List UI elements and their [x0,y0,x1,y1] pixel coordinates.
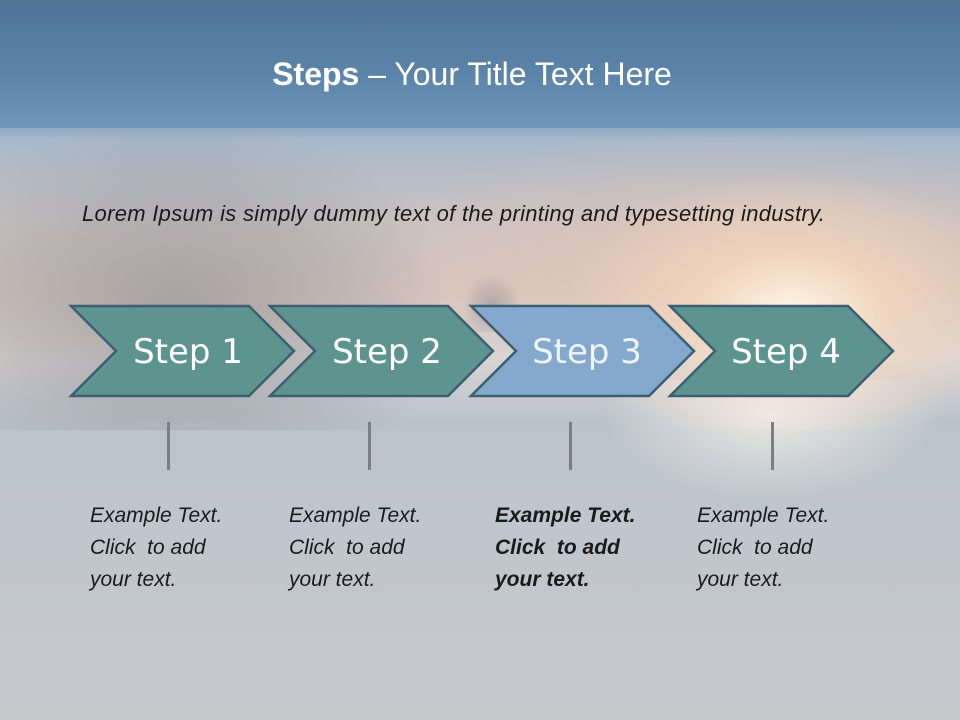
connector-line-1 [167,422,170,470]
chevron-shape [666,304,895,398]
header-band [0,0,960,128]
title-strong: Steps [272,56,360,92]
note-line: your text. [697,568,784,591]
slide-title[interactable]: Steps – Your Title Text Here [0,54,944,94]
chevron-label: Step 1 [133,332,243,372]
background-reflection [600,380,940,500]
note-line: Example Text. [90,504,223,527]
step-note-3[interactable]: Example Text. Click to add your text. [495,500,655,596]
chevron-step-1[interactable]: Step 1 [67,304,296,398]
intro-text[interactable]: Lorem Ipsum is simply dummy text of the … [82,201,826,226]
connector-line-2 [368,422,371,470]
chevron-shape [67,304,296,398]
chevron-step-4[interactable]: Step 4 [666,304,895,398]
note-line: Click to add [289,536,405,559]
note-line: Example Text. [289,504,422,527]
step-note-4[interactable]: Example Text. Click to add your text. [697,500,857,596]
note-line: your text. [90,568,177,591]
chevron-label: Step 4 [731,332,841,372]
connector-line-4 [771,422,774,470]
note-line: your text. [289,568,376,591]
chevron-step-3[interactable]: Step 3 [467,304,696,398]
connector-line-3 [569,422,572,470]
note-line: Click to add [90,536,206,559]
note-line: Click to add [495,536,620,559]
step-note-2[interactable]: Example Text. Click to add your text. [289,500,449,596]
chevron-step-2[interactable]: Step 2 [266,304,495,398]
chevron-shape [266,304,495,398]
note-line: Example Text. [697,504,830,527]
note-line: your text. [495,568,590,591]
chevron-shape [467,304,696,398]
chevron-label: Step 2 [332,332,442,372]
step-note-1[interactable]: Example Text. Click to add your text. [90,500,250,596]
note-line: Example Text. [495,504,636,527]
title-rest: – Your Title Text Here [359,56,672,92]
chevron-label: Step 3 [532,332,642,372]
note-line: Click to add [697,536,813,559]
